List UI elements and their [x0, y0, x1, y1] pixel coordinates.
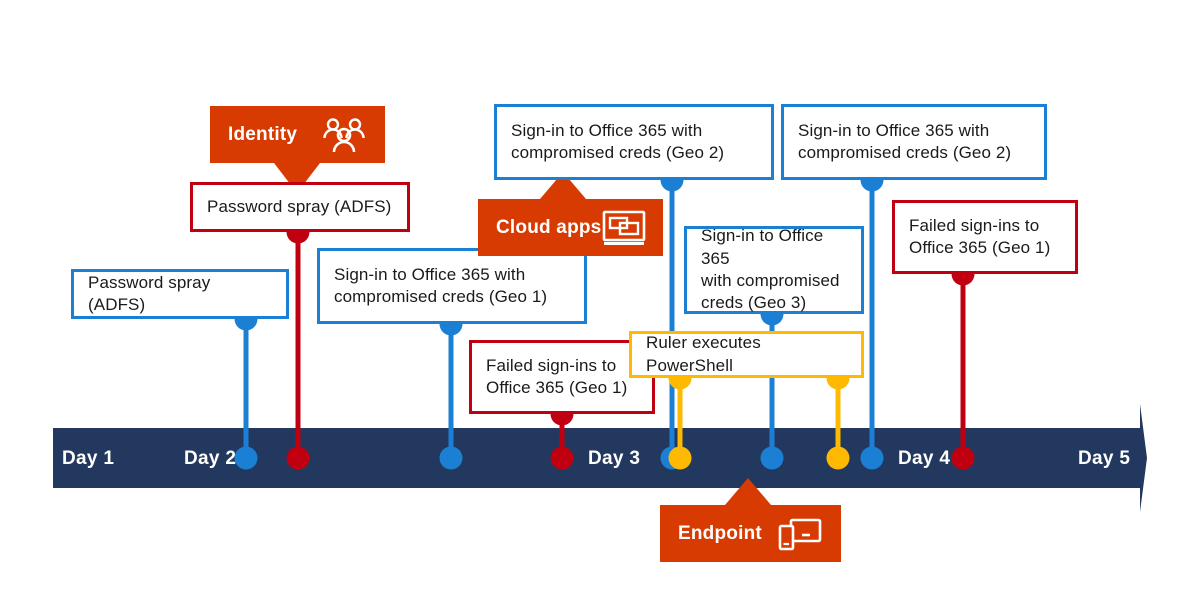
- event-marker-dot[interactable]: [860, 446, 884, 470]
- event-box-label: Password spray (ADFS): [207, 196, 392, 216]
- callout-identity[interactable]: Identity: [210, 106, 385, 163]
- people-group-icon: [323, 117, 365, 152]
- event-box-password-spray-adfs-blue[interactable]: Password spray (ADFS): [71, 269, 289, 319]
- people-group-icon-wrap: [321, 116, 367, 154]
- day-label-3: Day 3: [588, 448, 641, 469]
- event-box-signin-o365-geo3[interactable]: Sign-in to Office 365 with compromised c…: [684, 226, 864, 314]
- event-box-signin-o365-geo2-mid[interactable]: Sign-in to Office 365 with compromised c…: [494, 104, 774, 180]
- callout-label: Endpoint: [678, 522, 762, 544]
- callout-pointer-identity: [274, 163, 320, 193]
- event-marker-dot[interactable]: [439, 446, 463, 470]
- phone-monitor-icon: [778, 518, 822, 550]
- event-box-label: Sign-in to Office 365 with compromised c…: [701, 226, 840, 313]
- event-box-label: Failed sign-ins to Office 365 (Geo 1): [486, 355, 628, 397]
- event-box-ruler-executes-powershell[interactable]: Ruler executes PowerShell: [629, 331, 864, 378]
- event-box-label: Ruler executes PowerShell: [646, 333, 761, 375]
- event-marker-dot[interactable]: [760, 446, 784, 470]
- day-label-1: Day 1: [62, 448, 115, 469]
- event-marker-dot[interactable]: [550, 446, 574, 470]
- monitor-windows-icon: [603, 210, 646, 245]
- event-box-failed-signins-o365-geo1-right[interactable]: Failed sign-ins to Office 365 (Geo 1): [892, 200, 1078, 274]
- event-box-label: Failed sign-ins to Office 365 (Geo 1): [909, 215, 1051, 257]
- event-connector-stems: [243, 180, 966, 458]
- event-box-label: Sign-in to Office 365 with compromised c…: [798, 120, 1012, 162]
- day-label-5: Day 5: [1078, 448, 1131, 469]
- day-label-2: Day 2: [184, 448, 237, 469]
- event-marker-dot[interactable]: [826, 446, 850, 470]
- callout-pointer-endpoint: [725, 478, 771, 505]
- callout-label: Identity: [228, 123, 298, 145]
- monitor-windows-icon-wrap: [601, 209, 647, 247]
- callout-cloud-apps[interactable]: Cloud apps: [478, 199, 663, 256]
- event-marker-dot[interactable]: [951, 446, 975, 470]
- event-box-signin-o365-geo1[interactable]: Sign-in to Office 365 with compromised c…: [317, 248, 587, 324]
- event-marker-dot[interactable]: [234, 446, 258, 470]
- event-box-signin-o365-geo2-right[interactable]: Sign-in to Office 365 with compromised c…: [781, 104, 1047, 180]
- day-label-4: Day 4: [898, 448, 951, 469]
- event-box-label: Password spray (ADFS): [88, 272, 211, 314]
- callout-endpoint[interactable]: Endpoint: [660, 505, 841, 562]
- callout-pointers: [274, 163, 771, 505]
- phone-monitor-icon-wrap: [777, 515, 823, 553]
- event-box-label: Sign-in to Office 365 with compromised c…: [511, 120, 725, 162]
- event-box-label: Sign-in to Office 365 with compromised c…: [334, 264, 548, 306]
- event-marker-dot[interactable]: [286, 446, 310, 470]
- event-box-password-spray-adfs-red[interactable]: Password spray (ADFS): [190, 182, 410, 232]
- event-box-failed-signins-o365-geo1-left[interactable]: Failed sign-ins to Office 365 (Geo 1): [469, 340, 655, 414]
- event-marker-dot[interactable]: [668, 446, 692, 470]
- callout-label: Cloud apps: [496, 216, 602, 238]
- callout-pointer-cloud-apps: [540, 172, 586, 199]
